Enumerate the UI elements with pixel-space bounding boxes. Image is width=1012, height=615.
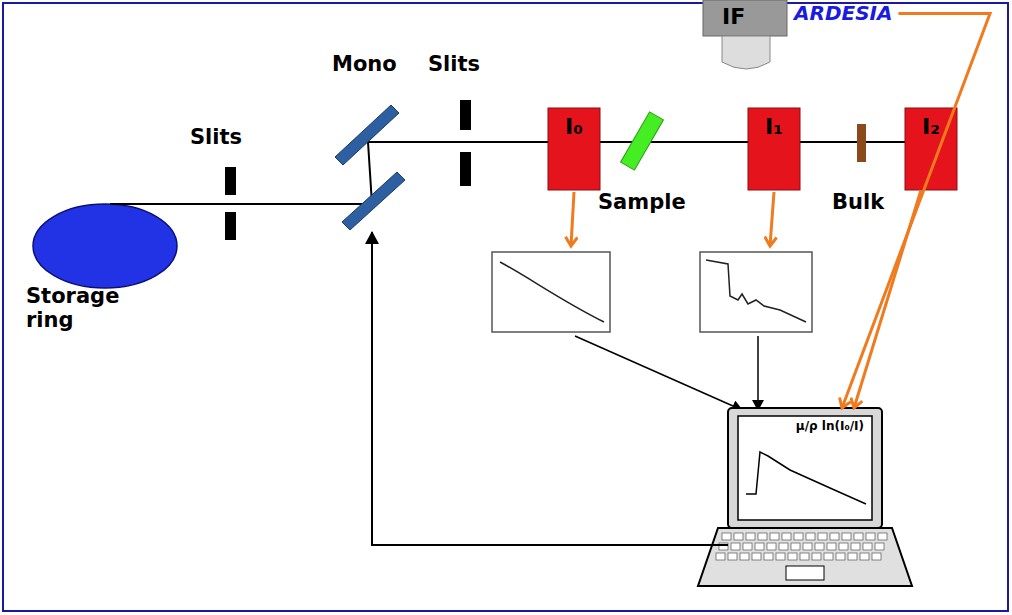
ion-chamber	[548, 108, 600, 190]
key	[728, 553, 737, 560]
key	[836, 553, 845, 560]
slit	[460, 152, 471, 186]
key	[839, 543, 848, 550]
key	[740, 553, 749, 560]
key	[716, 553, 725, 560]
signal-arrow	[770, 192, 774, 246]
node-label: Storage ring	[26, 284, 146, 332]
key	[872, 553, 881, 560]
key	[776, 553, 785, 560]
laptop-base	[698, 528, 912, 586]
screen-curve	[746, 452, 866, 504]
key	[854, 533, 863, 540]
key	[860, 553, 869, 560]
key	[806, 533, 815, 540]
monochromator-node: Mono	[320, 50, 415, 235]
node-label: Mono	[332, 52, 397, 76]
key	[824, 553, 833, 560]
plot-curve	[706, 260, 806, 322]
key	[734, 533, 743, 540]
key	[743, 543, 752, 550]
key	[827, 543, 836, 550]
mono-crystal	[342, 172, 405, 230]
ion-chamber-node: I₁	[748, 108, 800, 190]
key	[782, 533, 791, 540]
sample	[621, 112, 664, 170]
ion-chamber	[748, 108, 800, 190]
mono-crystal	[335, 105, 399, 165]
bulk-reference	[857, 124, 866, 162]
storage-ring	[33, 204, 177, 288]
node-label: I₀	[565, 114, 583, 139]
data-arrow	[575, 336, 742, 410]
node-label: I₂	[922, 114, 940, 139]
key	[851, 543, 860, 550]
laptop-screen	[738, 416, 872, 520]
fluorescence-detector-node: IF ARDESIA	[700, 0, 895, 74]
key	[752, 553, 761, 560]
key	[764, 553, 773, 560]
key	[818, 533, 827, 540]
frame	[3, 3, 1008, 611]
keyboard	[716, 533, 887, 560]
key	[866, 533, 875, 540]
key	[767, 543, 776, 550]
key	[812, 553, 821, 560]
key	[791, 543, 800, 550]
slit	[460, 100, 471, 130]
detector-window	[722, 36, 770, 69]
key	[878, 533, 887, 540]
key	[815, 543, 824, 550]
part-label: Sample	[598, 190, 686, 214]
plot-frame	[700, 252, 812, 332]
key	[830, 533, 839, 540]
key	[803, 543, 812, 550]
laptop-touchpad	[786, 566, 824, 580]
slit	[225, 212, 236, 240]
key	[788, 553, 797, 560]
signal-arrow	[571, 192, 574, 246]
node-label: μ/ρ ln(I₀/I)	[796, 420, 864, 434]
laptop-monitor	[728, 408, 882, 528]
control-connector	[372, 232, 728, 545]
part-label: Slits	[428, 52, 480, 76]
key	[746, 533, 755, 540]
plot-curve	[500, 262, 604, 322]
key	[779, 543, 788, 550]
fluorescence-detector	[703, 0, 787, 36]
system-label: ARDESIA	[794, 2, 892, 25]
plot-frame	[492, 252, 610, 332]
key	[863, 543, 872, 550]
key	[800, 553, 809, 560]
key	[848, 553, 857, 560]
key	[794, 533, 803, 540]
slit	[225, 167, 236, 195]
ion-chamber-node: I₂	[905, 108, 957, 190]
part-label: Bulk	[832, 190, 884, 214]
ion-chamber-node: I₀	[548, 108, 600, 190]
key	[722, 533, 731, 540]
key	[731, 543, 740, 550]
storage-ring-node: Storage ring	[18, 200, 198, 340]
signal-connector	[854, 190, 921, 408]
key	[875, 543, 884, 550]
node-label: IF	[722, 4, 745, 29]
data-arrow	[757, 336, 759, 410]
key	[755, 543, 764, 550]
part-label: Slits	[190, 125, 242, 149]
node-label: I₁	[765, 114, 783, 139]
key	[758, 533, 767, 540]
key	[770, 533, 779, 540]
computer-node: μ/ρ ln(I₀/I)	[728, 408, 882, 528]
key	[842, 533, 851, 540]
